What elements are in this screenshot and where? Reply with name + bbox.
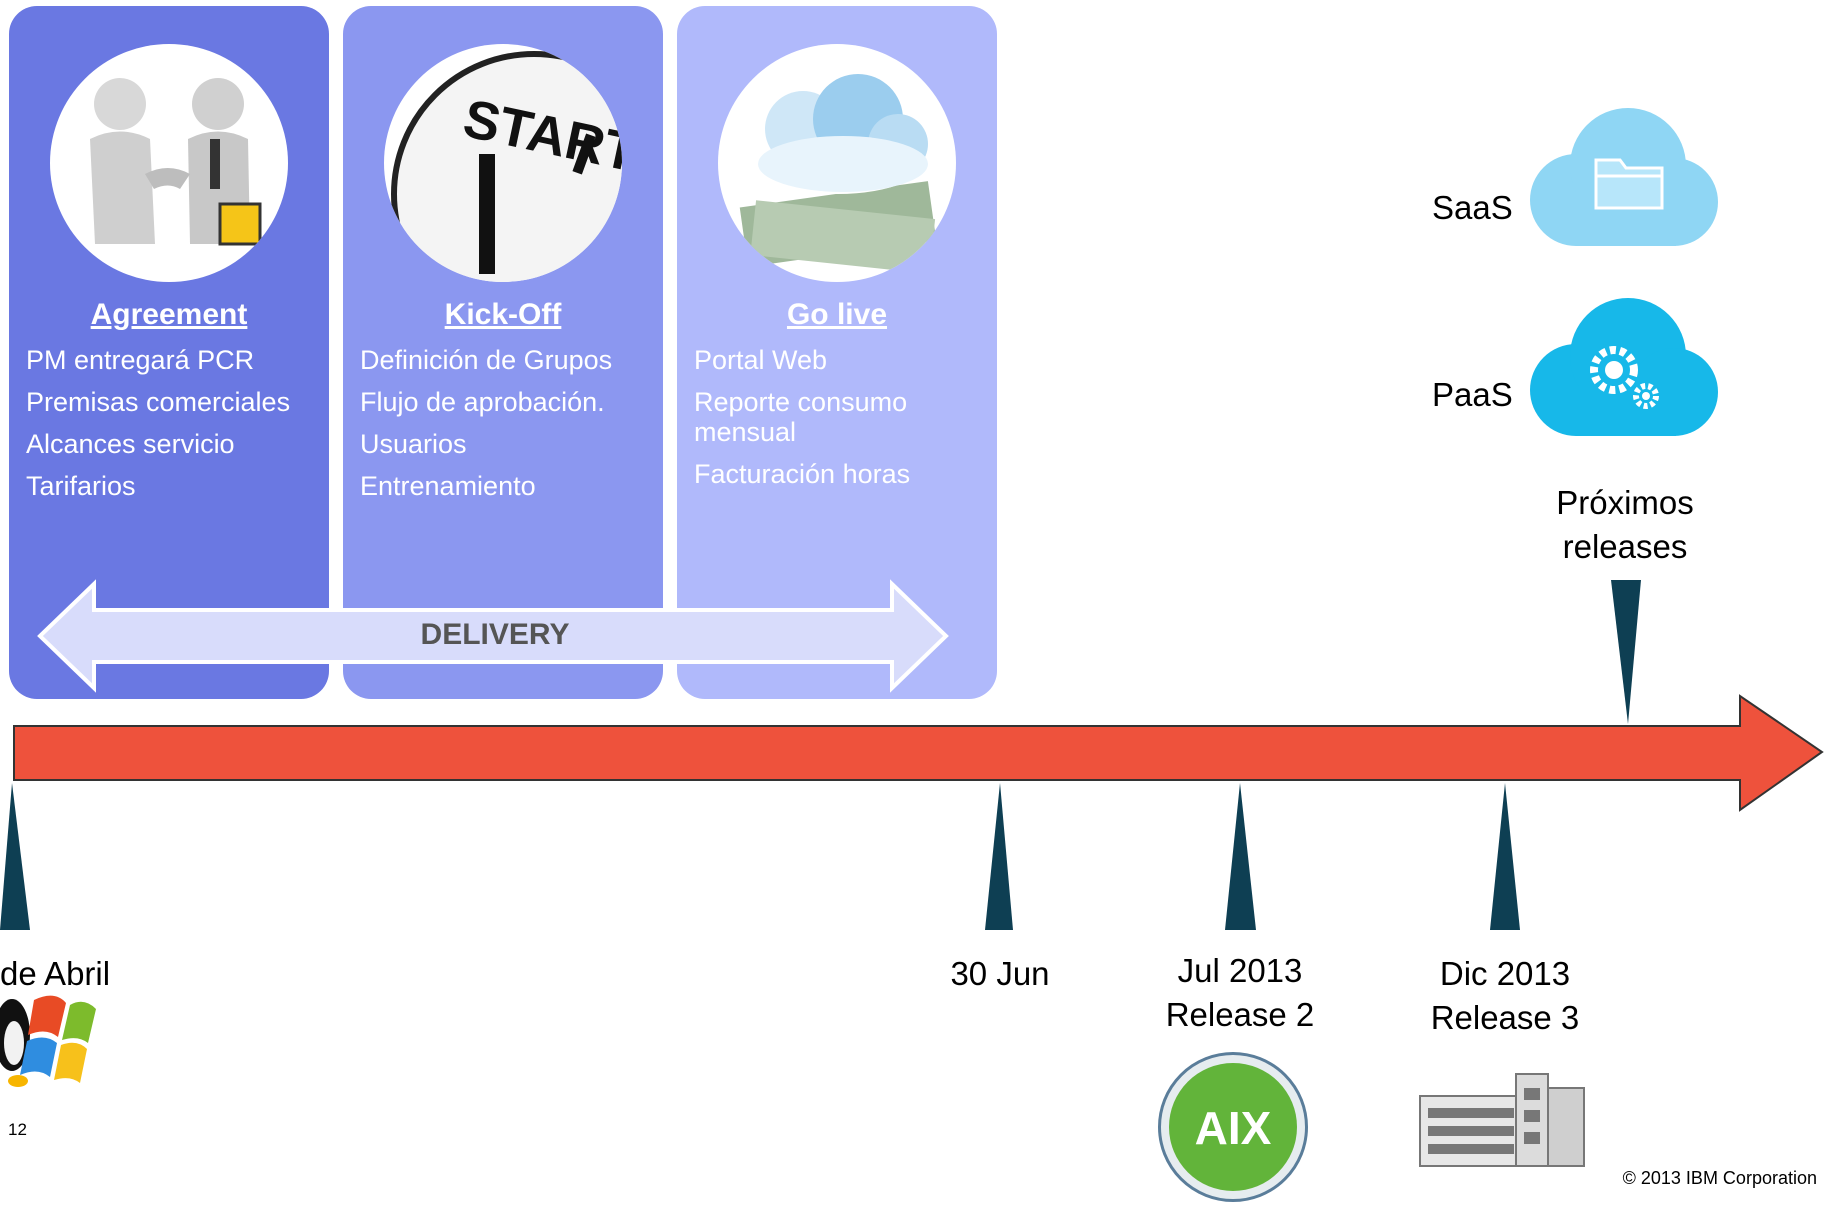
list-item: Reporte consumo mensual xyxy=(694,387,908,447)
list-item: Alcances servicio xyxy=(26,429,235,459)
marker-jun xyxy=(985,783,1013,930)
building-image xyxy=(1419,1073,1585,1167)
phase-title-agreement: Agreement xyxy=(90,298,248,331)
handshake-image xyxy=(50,44,288,282)
milestone-jun-label: 30 Jun xyxy=(950,955,1050,992)
paas-cloud-icon xyxy=(1530,298,1718,436)
folder-icon xyxy=(1594,158,1664,210)
paas-label: PaaS xyxy=(1432,376,1513,413)
list-item: Usuarios xyxy=(360,429,467,459)
golive-list: Portal Web Reporte consumo mensual Factu… xyxy=(694,345,964,501)
marker-next xyxy=(1611,580,1641,724)
phase-title-golive: Go live xyxy=(786,298,888,331)
milestone-start-label: de Abril xyxy=(0,955,111,992)
agreement-list: PM entregará PCR Premisas comerciales Al… xyxy=(26,345,326,513)
copyright: © 2013 IBM Corporation xyxy=(1622,1168,1817,1188)
page-number: 12 xyxy=(8,1120,27,1139)
phase-title-kickoff: Kick-Off xyxy=(444,298,562,331)
gears-icon xyxy=(1590,346,1659,409)
aix-logo: AIX xyxy=(1158,1052,1308,1202)
start-clock-image: START xyxy=(384,44,622,282)
windows-linux-logo xyxy=(0,995,96,1087)
kickoff-list: Definición de Grupos Flujo de aprobación… xyxy=(360,345,660,513)
aix-logo-text: AIX xyxy=(1194,1102,1272,1154)
milestone-jul-label: Jul 2013 Release 2 xyxy=(1165,952,1315,1033)
marker-start xyxy=(0,783,30,930)
list-item: Definición de Grupos xyxy=(360,345,613,375)
list-item: Entrenamiento xyxy=(360,471,536,501)
marker-jul xyxy=(1225,783,1256,930)
list-item: Flujo de aprobación. xyxy=(360,387,605,417)
delivery-label: DELIVERY xyxy=(420,618,570,651)
list-item: Facturación horas xyxy=(694,459,911,489)
timeline-arrow xyxy=(13,694,1824,812)
cloud-money-image xyxy=(718,44,956,282)
list-item: Tarifarios xyxy=(26,471,136,501)
list-item: Portal Web xyxy=(694,345,828,375)
milestone-next-label: Próximos releases xyxy=(1556,484,1694,565)
delivery-arrow xyxy=(37,579,949,693)
saas-cloud-icon xyxy=(1530,108,1718,246)
marker-dic xyxy=(1490,783,1520,930)
saas-label: SaaS xyxy=(1432,189,1513,226)
milestone-dic-label: Dic 2013 Release 3 xyxy=(1430,955,1580,1036)
list-item: Premisas comerciales xyxy=(26,387,291,417)
list-item: PM entregará PCR xyxy=(26,345,255,375)
